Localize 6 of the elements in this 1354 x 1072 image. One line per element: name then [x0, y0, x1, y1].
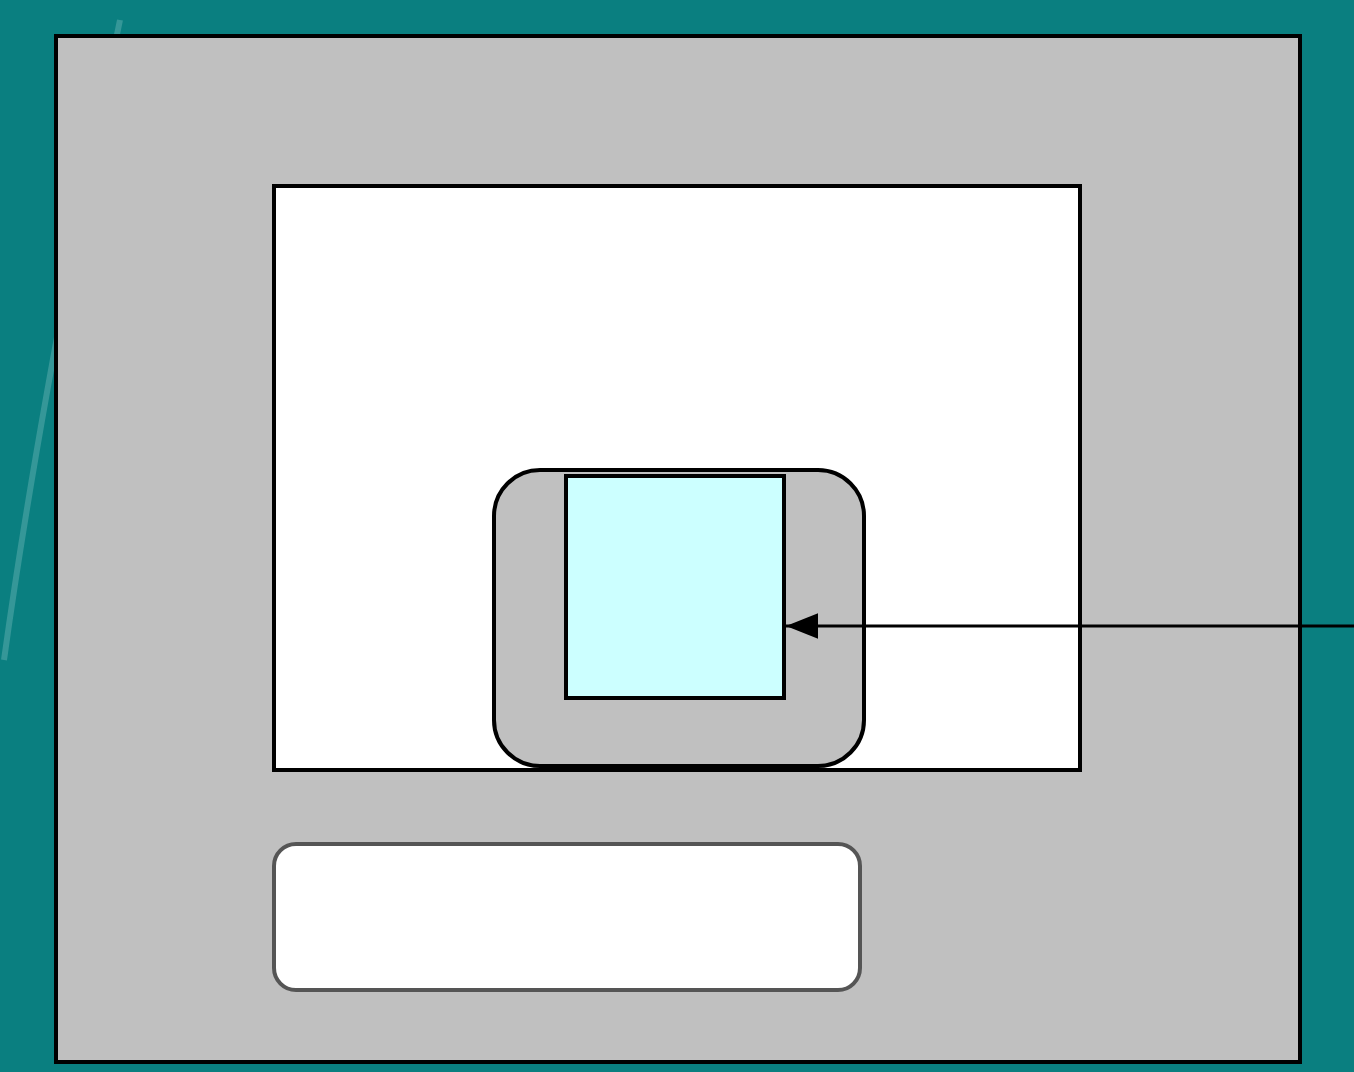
box-shape [54, 34, 1302, 1064]
arrow [786, 613, 1354, 639]
box-shape [272, 842, 862, 992]
box-shape [272, 184, 1082, 772]
box-shape [492, 468, 866, 768]
box-shape [564, 474, 786, 700]
